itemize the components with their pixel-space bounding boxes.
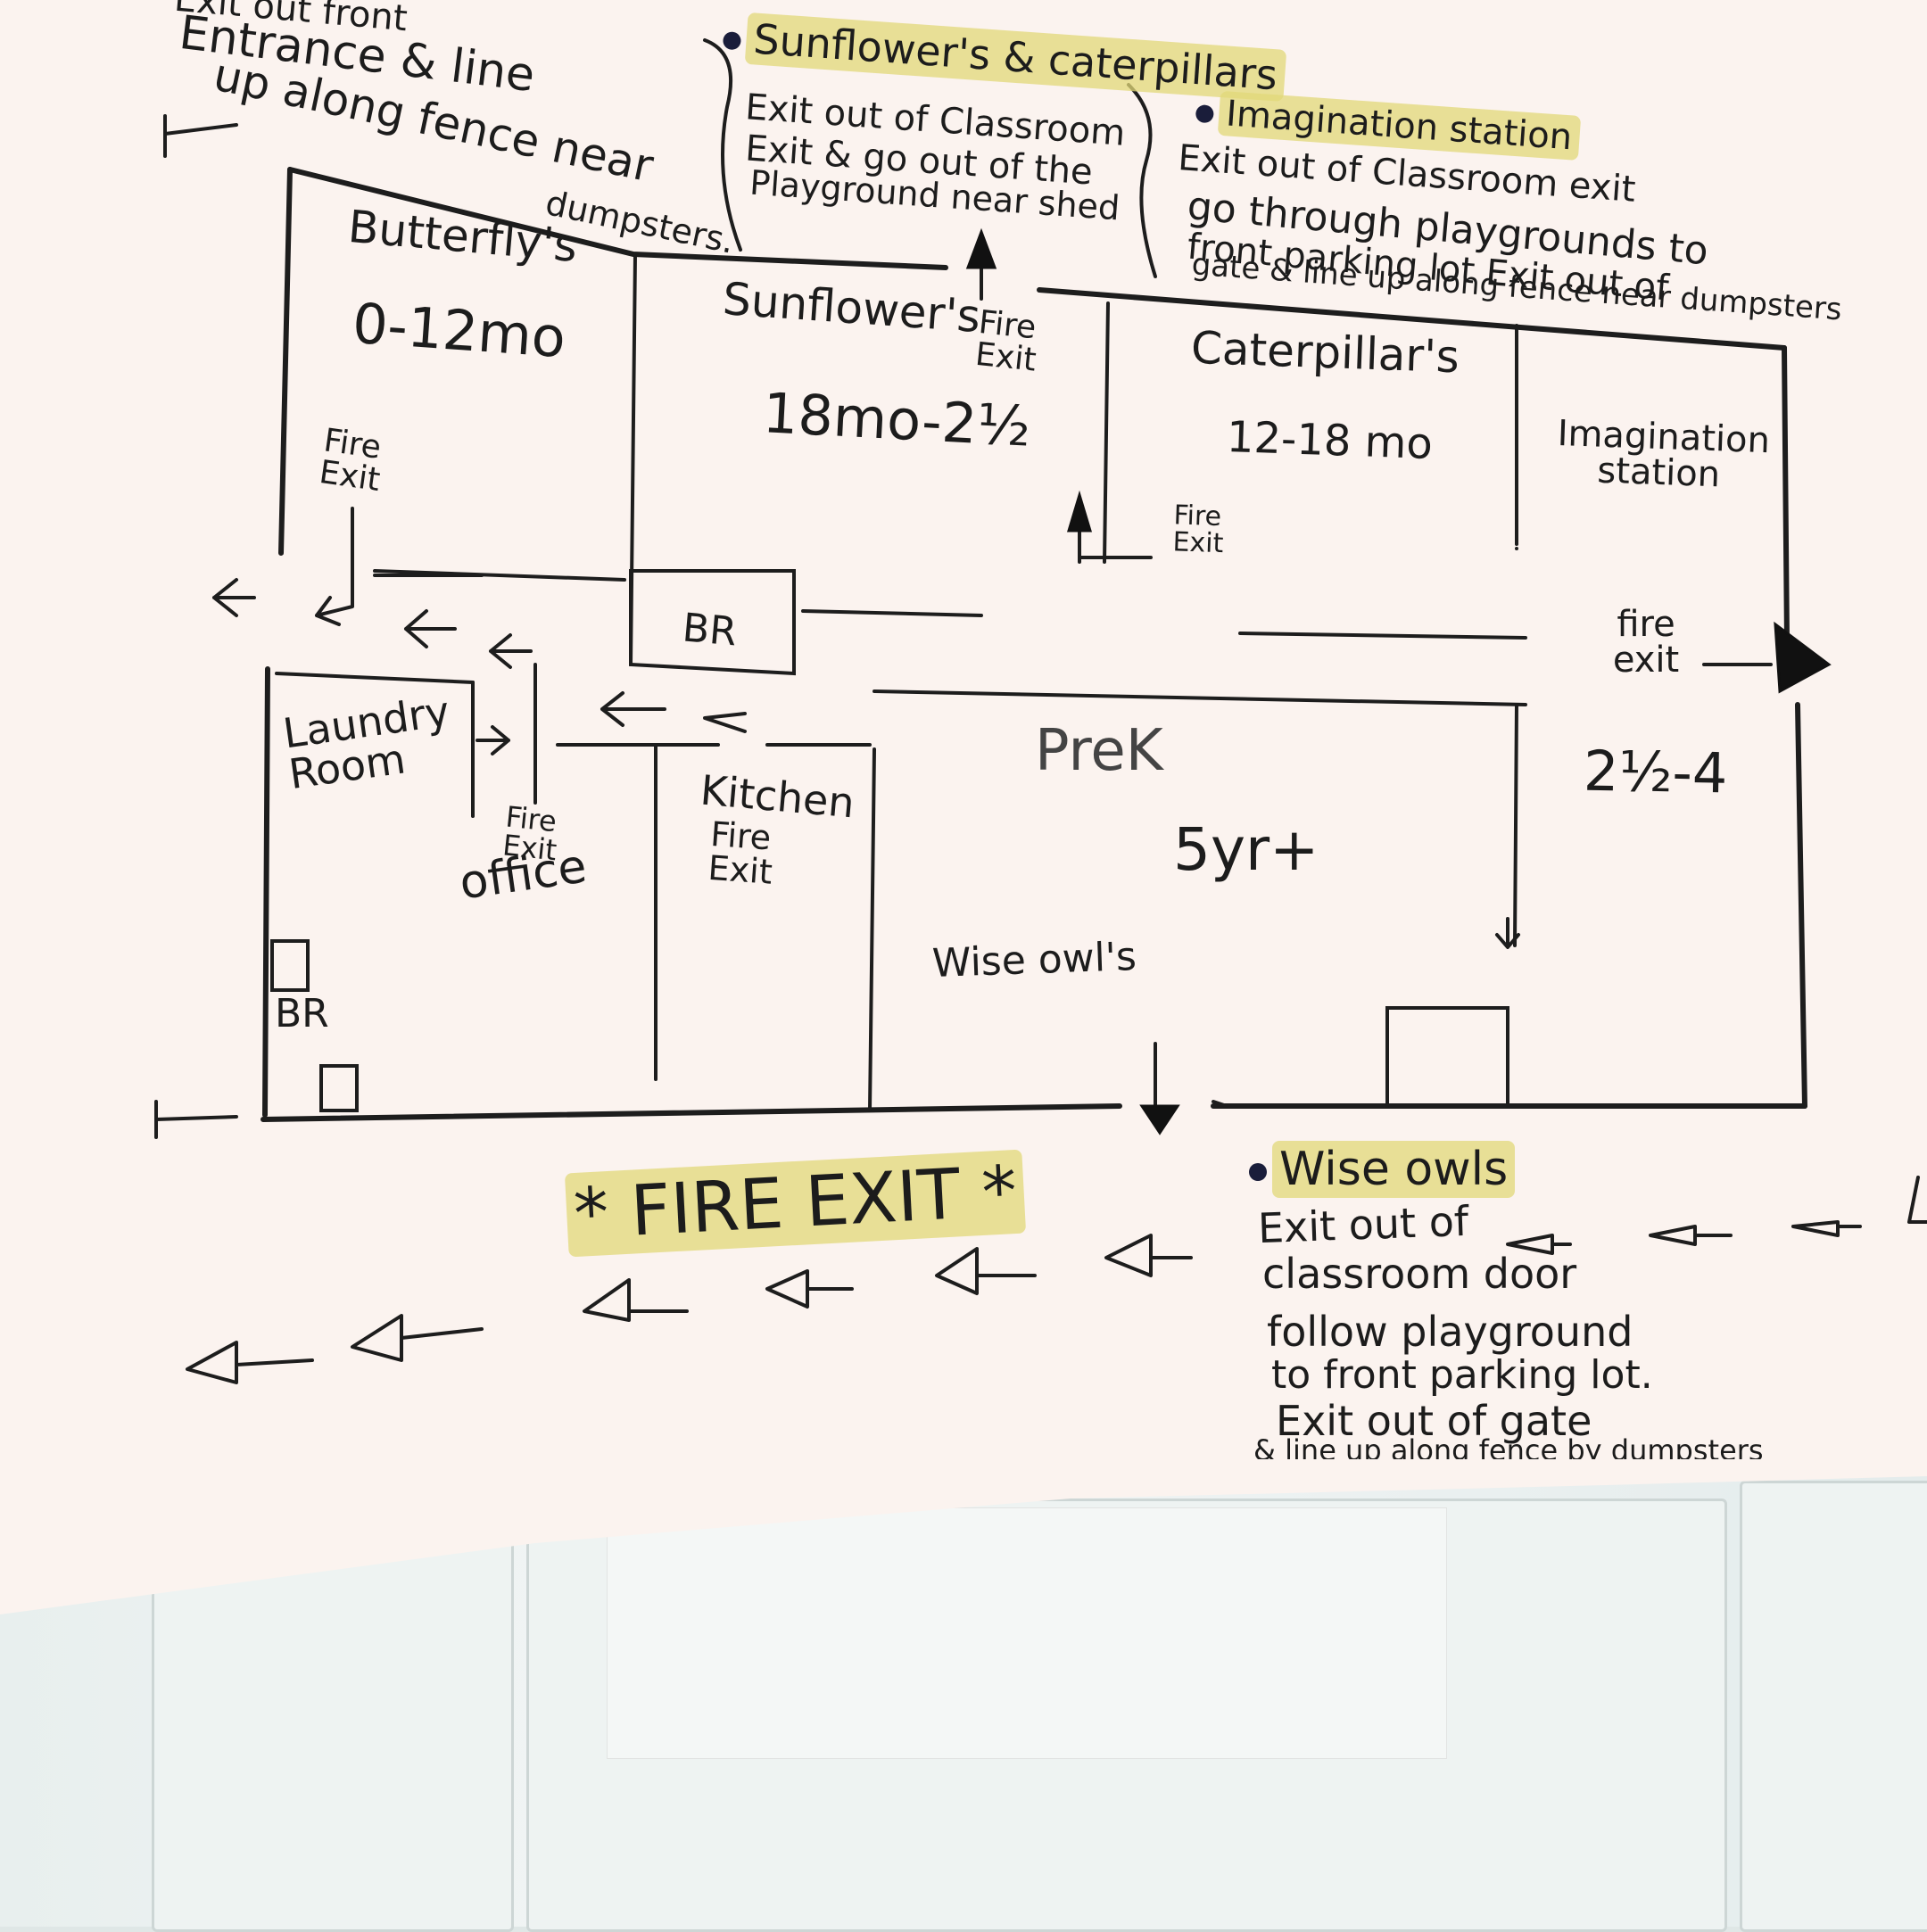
room-kitchen-exit: Fire Exit [707,813,774,892]
room-office-exit: Fire Exit [500,799,558,868]
west-wall-bottom [262,666,270,1118]
room-imagination-exit: fire exit [1612,604,1680,681]
br-top-walls [629,569,796,676]
wise-owls-note-line-6: & line up along fence by dumpsters [1253,1436,1764,1459]
bullet-dot [1195,103,1215,124]
room-caterpillars-exit: Fire Exit [1171,500,1224,560]
north-wall-right [1037,287,1787,351]
room-exit-arrows [965,227,1832,1135]
east-wall-bottom [1795,702,1807,1109]
prek-north-wall [873,689,1527,706]
bullet-dot [722,30,742,50]
room-imagination-name: Imagination station [1556,413,1771,496]
corridor-wall-1 [373,569,626,582]
wise-owls-note-line-1: Exit out of [1257,1196,1469,1253]
corridor-wall-2 [801,609,983,617]
fire-exit-banner: * FIRE EXIT * [564,1149,1027,1258]
floor-plan-paper [0,0,1927,1614]
south-wall-tick [154,1115,238,1121]
room-br-bottom: BR [275,991,329,1036]
wise-owls-note-heading: Wise owls [1249,1141,1516,1198]
prek-east-wall [1513,703,1518,947]
corridor-wall-3 [1238,632,1527,640]
wise-owls-note-line-3: follow playground [1267,1308,1633,1356]
room-br-top: BR [680,605,739,656]
west-wall-top [278,167,293,556]
room-prek-age: 5yr+ [1173,815,1319,884]
room-caterpillars-age: 12-18 mo [1226,411,1434,470]
bullet-dot [1249,1163,1267,1181]
br-bottom-fixture-1 [270,939,310,992]
wise-owls-note-line-2: classroom door [1262,1250,1577,1298]
room-caterpillars-name: Caterpillar's [1190,321,1460,384]
room-sunflowers-exit: Fire Exit [973,303,1038,379]
br-bottom-fixture-2 [319,1064,359,1112]
room-prek-name: PreK [1035,718,1163,784]
route-arrows-left [212,507,747,805]
door-panel-right [1740,1481,1927,1932]
exterior-route-arrows [186,1176,1927,1384]
room-butterflys-age: 0-12mo [350,290,568,371]
wise-owls-note-line-5: Exit out of gate [1276,1397,1592,1445]
south-wall-left [261,1103,1122,1122]
tape-strip [607,1507,1447,1759]
brace-left [703,38,742,252]
room-imagination-age: 2½-4 [1583,738,1728,806]
prek-bathroom-walls [1385,1006,1509,1108]
laundry-north-wall [275,672,475,684]
room-sunflowers-age: 18mo-2½ [761,380,1033,459]
east-wall-top [1782,345,1790,645]
north-tick [163,123,238,136]
room-prek-room-name: Wise owl's [931,934,1137,987]
brace-right [1127,83,1157,278]
wise-owls-note-line-4: to front parking lot. [1271,1352,1653,1398]
prek-west-wall [868,747,876,1112]
wall-sunflower-caterpillar [1103,301,1110,564]
